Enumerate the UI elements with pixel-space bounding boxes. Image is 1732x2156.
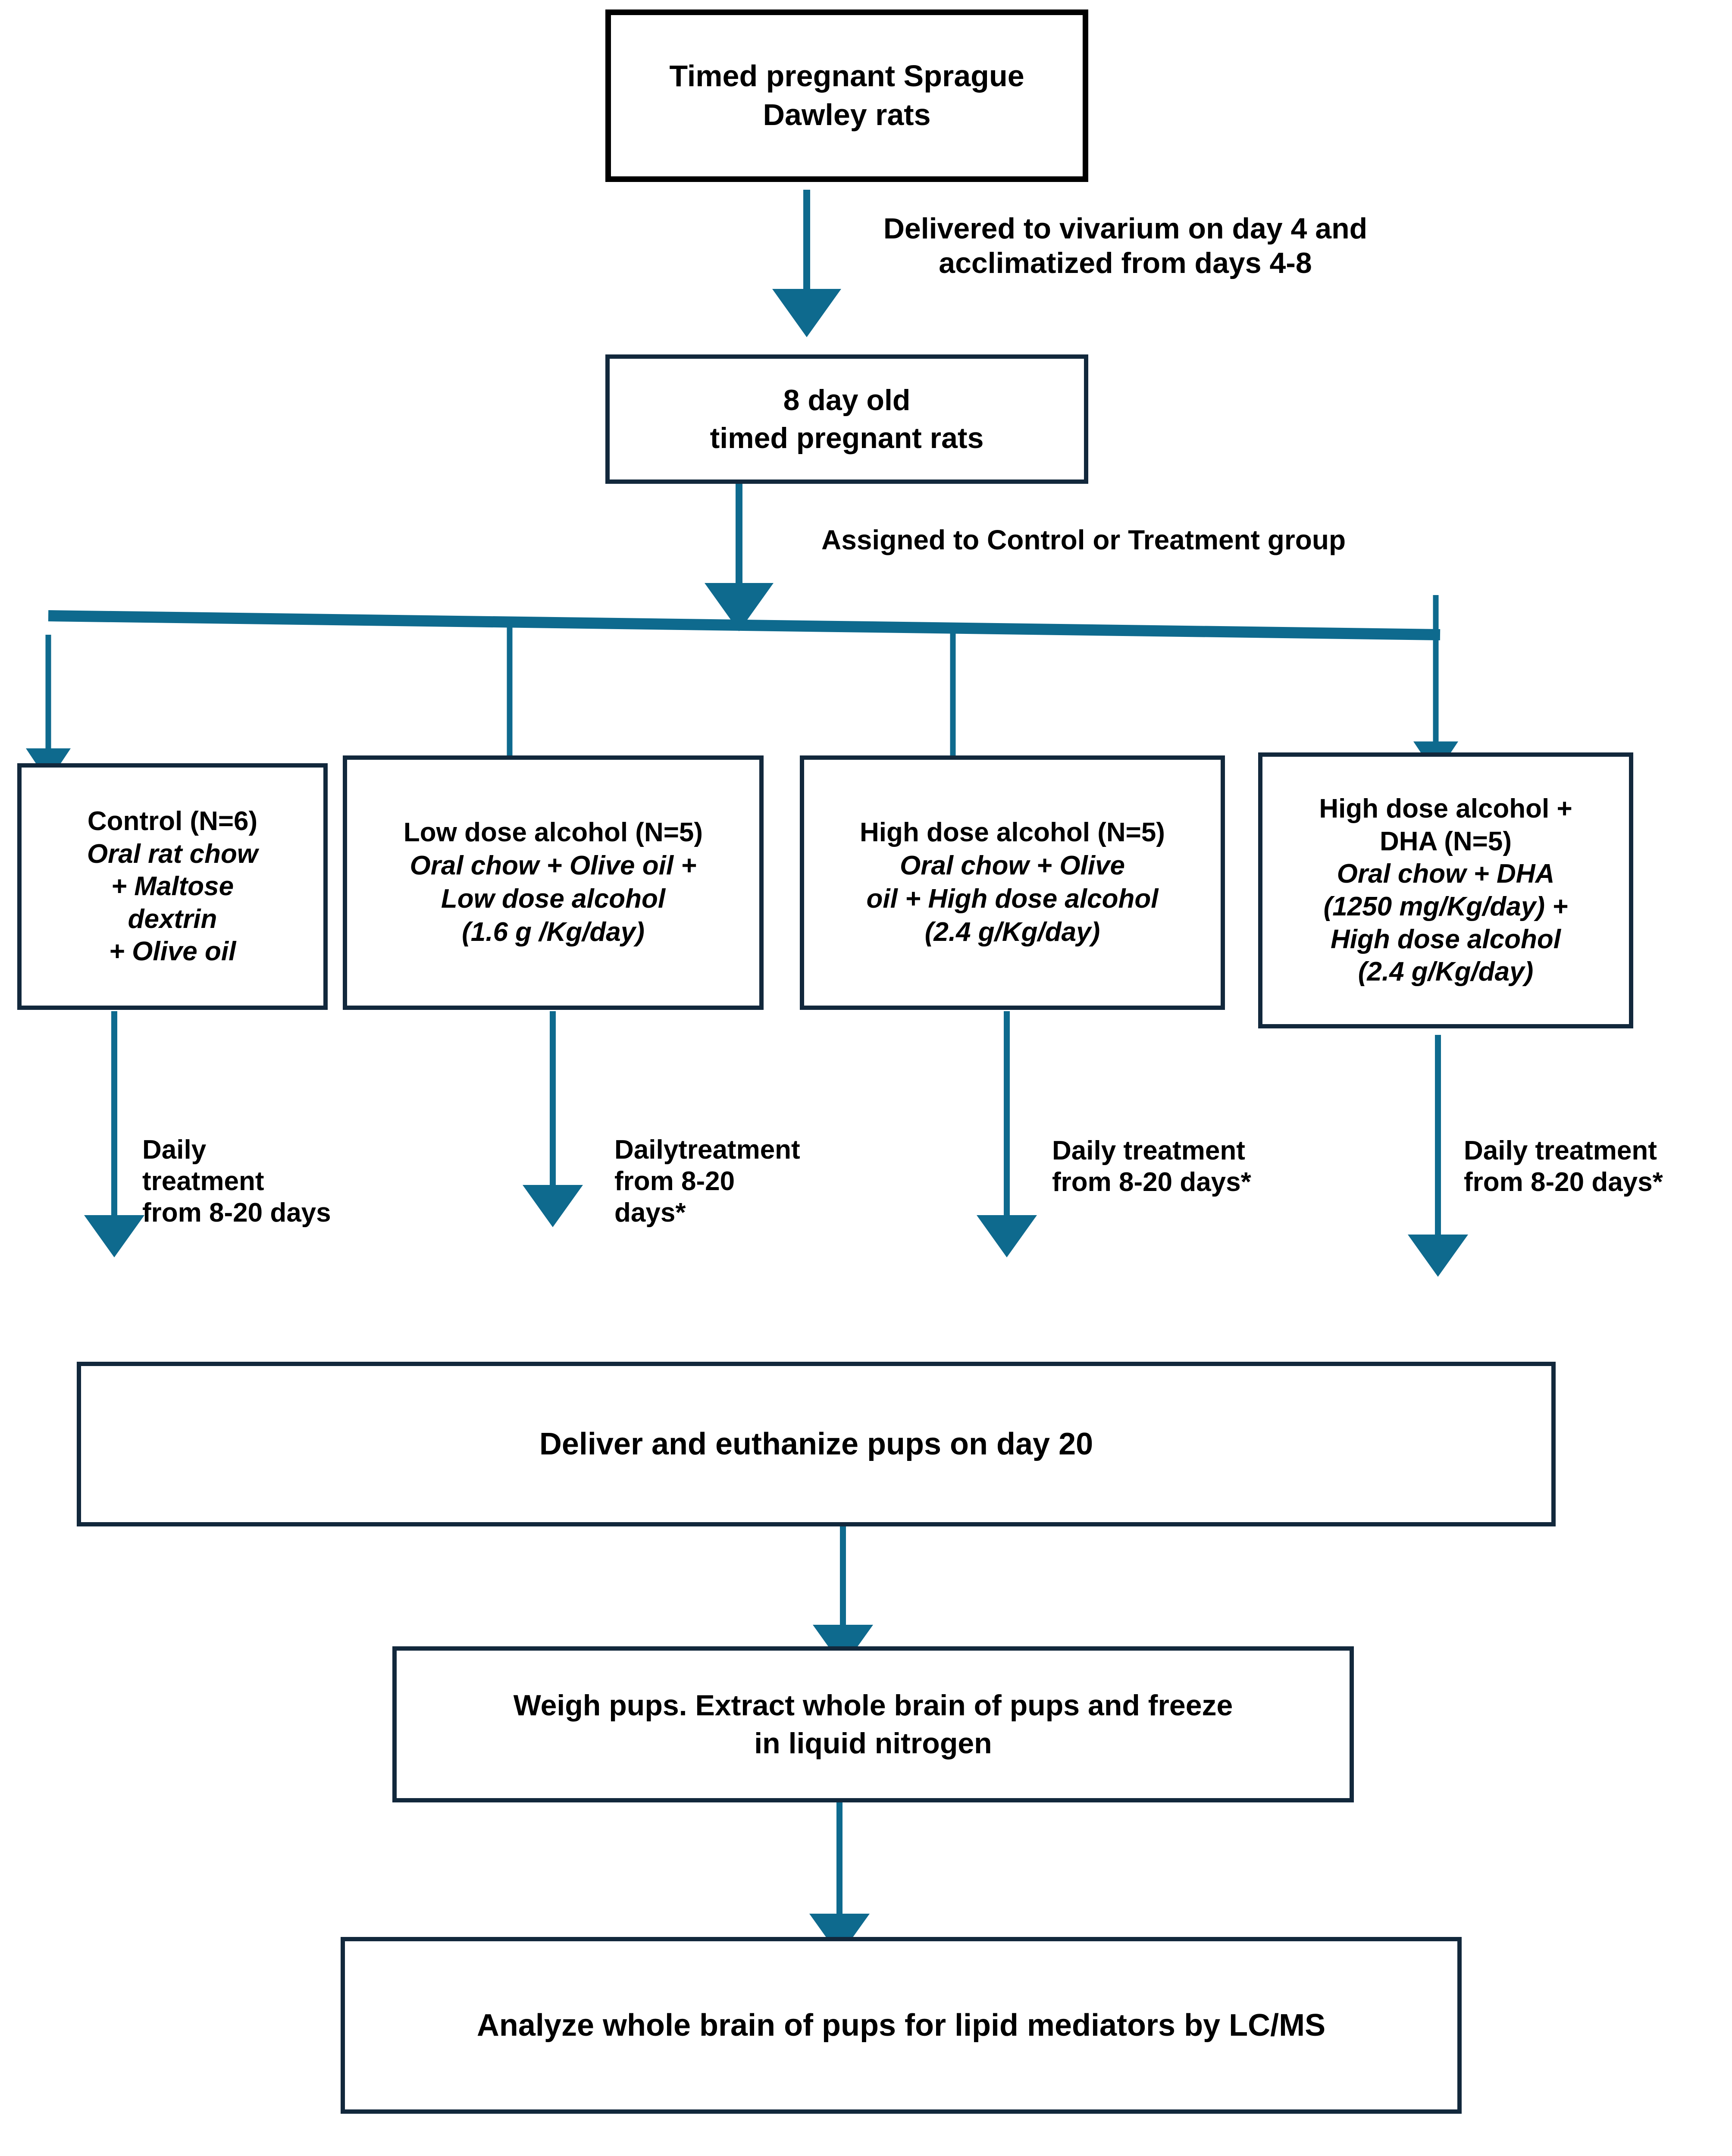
node-line: 8 day old [783, 383, 911, 417]
node-line: Deliver and euthanize pups on day 20 [539, 1427, 1093, 1461]
node-group-high-dose-alcohol-dha[interactable]: High dose alcohol + DHA (N=5) Oral chow … [1258, 752, 1633, 1028]
node-line: timed pregnant rats [710, 422, 984, 454]
group-detail-line: + Olive oil [109, 937, 236, 967]
node-group-high-dose-alcohol[interactable]: High dose alcohol (N=5) Oral chow + Oliv… [800, 755, 1225, 1010]
node-analyze-lipid-mediators[interactable]: Analyze whole brain of pups for lipid me… [341, 1937, 1462, 2114]
node-timed-pregnant-rats[interactable]: Timed pregnant Sprague Dawley rats [605, 9, 1088, 182]
group-detail-line: Oral chow + DHA [1337, 859, 1555, 889]
group-detail-line: (2.4 g/Kg/day) [924, 917, 1100, 947]
node-group-control[interactable]: Control (N=6) Oral rat chow + Maltose de… [17, 763, 328, 1010]
group-heading: High dose alcohol + DHA (N=5) [1319, 794, 1572, 856]
node-line: in liquid nitrogen [754, 1727, 992, 1760]
node-line: Weigh pups. Extract whole brain of pups … [513, 1689, 1233, 1722]
treatment-note-control: Daily treatment from 8-20 days [142, 1135, 331, 1228]
node-line: Analyze whole brain of pups for lipid me… [476, 2008, 1326, 2043]
node-group-low-dose-alcohol[interactable]: Low dose alcohol (N=5) Oral chow + Olive… [343, 755, 764, 1010]
node-weigh-extract-freeze[interactable]: Weigh pups. Extract whole brain of pups … [392, 1646, 1354, 1802]
group-detail-line: Oral rat chow [87, 839, 258, 869]
group-detail-line: oil + High dose alcohol [866, 884, 1159, 914]
group-detail-line: + Maltose [111, 871, 234, 902]
group-heading: Control (N=6) [87, 806, 258, 836]
group-detail-line: Oral chow + Olive oil + [410, 851, 697, 881]
group-detail-line: (1.6 g /Kg/day) [462, 917, 645, 947]
edge-label-assigned-group: Assigned to Control or Treatment group [821, 524, 1346, 555]
group-heading: Low dose alcohol (N=5) [403, 818, 703, 848]
node-8-day-old-timed-pregnant-rats[interactable]: 8 day old timed pregnant rats [605, 354, 1088, 484]
group-detail-line: Oral chow + Olive [899, 851, 1125, 881]
treatment-note-high-dose: Daily treatment from 8-20 days* [1052, 1136, 1251, 1197]
node-line: Dawley rats [763, 98, 931, 132]
treatment-note-high-dose-dha: Daily treatment from 8-20 days* [1464, 1136, 1663, 1197]
node-deliver-euthanize-pups[interactable]: Deliver and euthanize pups on day 20 [77, 1362, 1556, 1526]
group-heading: High dose alcohol (N=5) [860, 818, 1165, 848]
group-detail-line: High dose alcohol [1331, 924, 1561, 954]
group-detail-line: (1250 mg/Kg/day) + [1323, 892, 1568, 921]
group-detail-line: Low dose alcohol [441, 884, 666, 914]
branch-bus-line [48, 610, 1441, 640]
treatment-note-low-dose: Dailytreatment from 8-20 days* [614, 1135, 800, 1228]
group-detail-line: (2.4 g/Kg/day) [1358, 957, 1534, 987]
group-detail-line: dextrin [128, 904, 217, 934]
node-line: Timed pregnant Sprague [669, 59, 1024, 93]
edge-label-delivered-vivarium: Delivered to vivarium on day 4 and accli… [883, 212, 1368, 280]
